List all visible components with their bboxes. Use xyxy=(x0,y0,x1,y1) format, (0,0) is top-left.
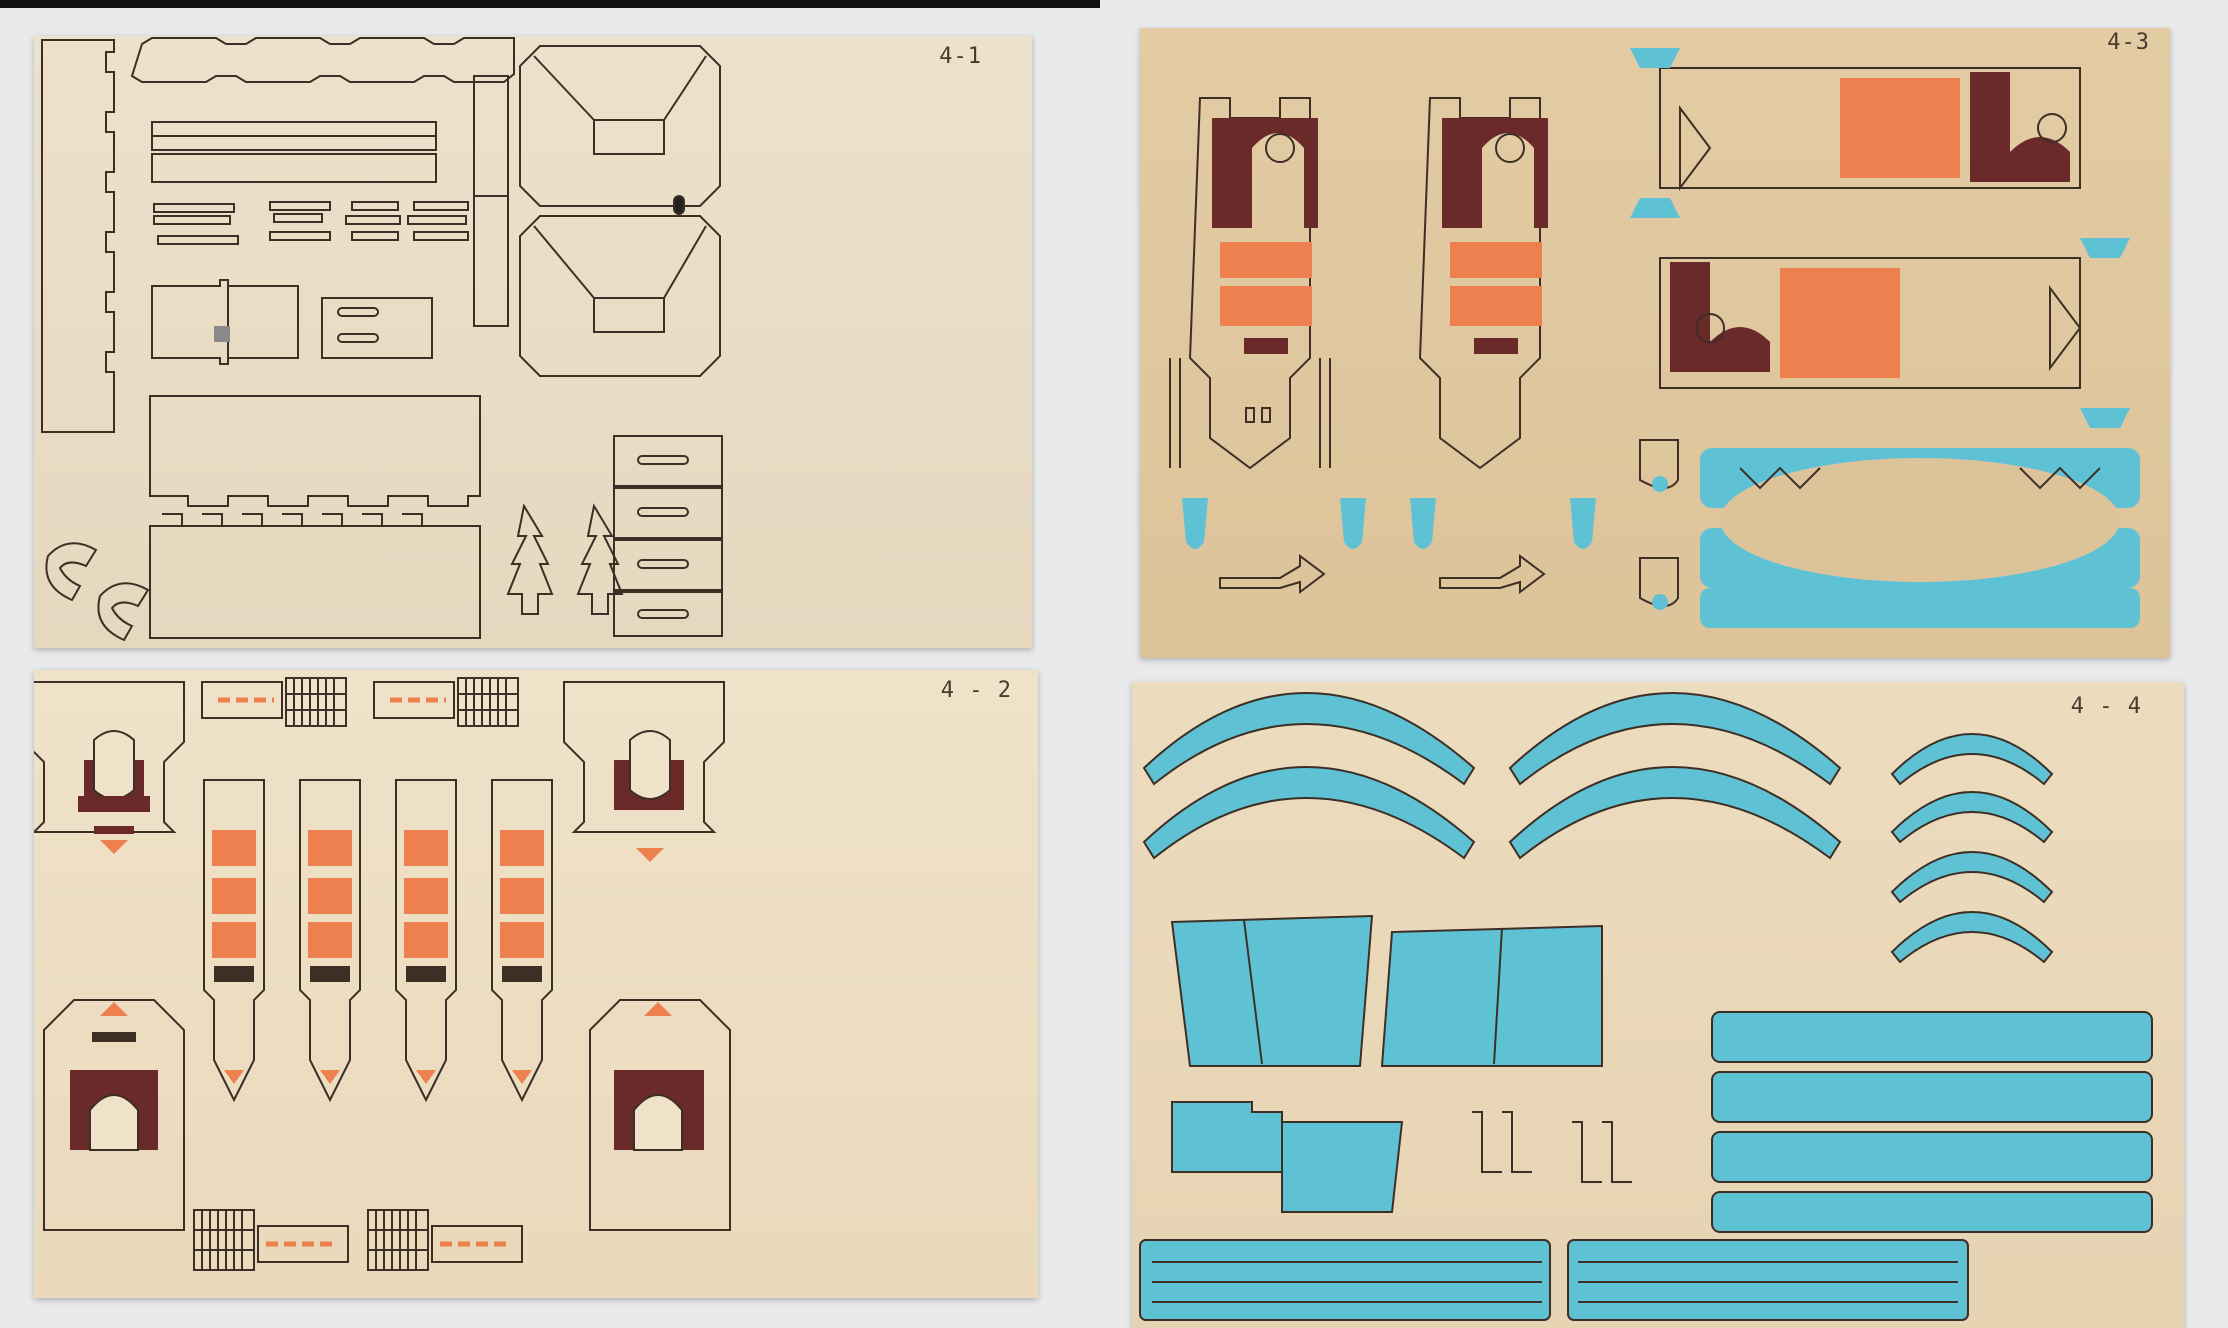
sheet-label: 4 - 4 xyxy=(2070,694,2142,719)
top-edge-strip xyxy=(0,0,1100,8)
sheet-4-3: 4-3 xyxy=(1140,28,2170,658)
sheet-4-1-cut-lines xyxy=(41,37,723,642)
sheet-label: 4-1 xyxy=(939,44,982,69)
sheet-label: 4-3 xyxy=(2107,30,2150,55)
sheet-4-2-cut-lines xyxy=(34,677,731,1271)
sheet-4-2: 4 - 2 xyxy=(34,670,1038,1298)
sheet-4-4-cut-lines xyxy=(1139,692,2153,1321)
sheet-label: 4 - 2 xyxy=(940,678,1012,703)
sheet-4-1: 4-1 xyxy=(34,36,1032,648)
sheet-4-4: 4 - 4 xyxy=(1132,682,2184,1328)
sheet-4-3-cut-lines xyxy=(1169,48,2140,628)
